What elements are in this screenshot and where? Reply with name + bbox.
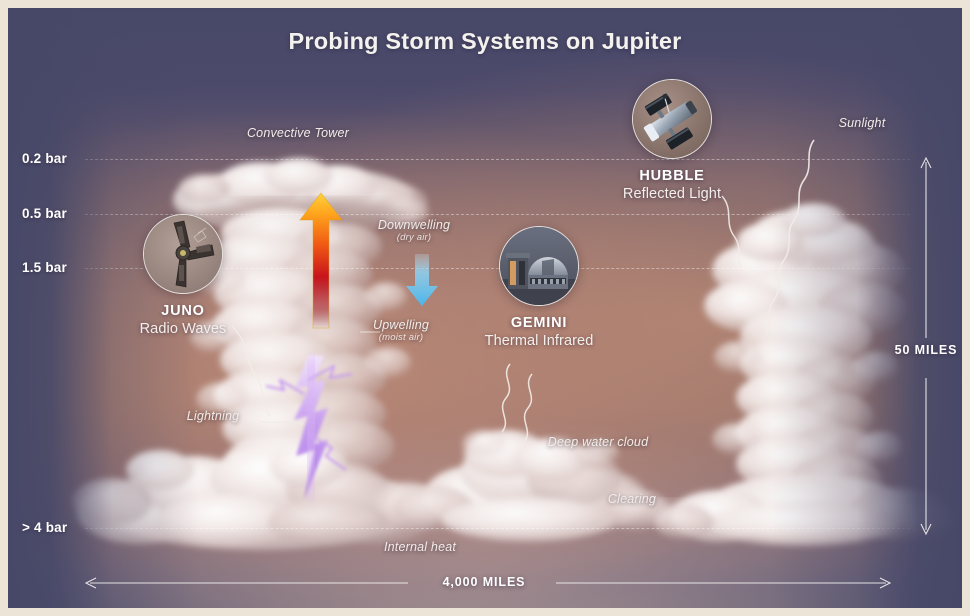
vertical-scale-arrow	[920, 156, 932, 536]
scale-label-horizontal-scale: 4,000 MILES	[442, 575, 526, 589]
instrument-subtitle-gemini: Thermal Infrared	[484, 333, 594, 349]
pressure-gridline-3	[85, 528, 910, 529]
annotation-downwelling: Downwelling	[377, 218, 451, 232]
gemini-observatory-icon	[499, 226, 579, 306]
juno-spacecraft-icon	[143, 214, 223, 294]
pressure-label-3: > 4 bar	[22, 520, 68, 535]
page-title: Probing Storm Systems on Jupiter	[288, 28, 682, 54]
annotation-upwelling: Upwelling	[373, 318, 429, 332]
annotation-upwelling-sub: (moist air)	[378, 332, 424, 343]
annotation-lightning: Lightning	[186, 409, 240, 423]
instrument-name-juno: JUNO	[161, 303, 205, 319]
pressure-gridline-0	[85, 159, 910, 160]
updraft-arrow	[299, 192, 343, 329]
annotation-sunlight: Sunlight	[838, 116, 886, 130]
annotation-deep-water-cloud: Deep water cloud	[547, 435, 649, 449]
sky-background: 0.2 bar 0.5 bar 1.5 bar > 4 bar Convective T…	[8, 8, 962, 608]
lightning-bolt	[265, 355, 353, 500]
pressure-label-1: 0.5 bar	[22, 206, 67, 221]
annotation-convective-tower: Convective Tower	[246, 126, 350, 140]
hubble-telescope-icon	[632, 79, 712, 159]
annotation-clearing: Clearing	[607, 492, 657, 506]
horizontal-scale-arrow	[84, 577, 892, 589]
instrument-badge-gemini[interactable]: GEMINI Thermal Infrared	[449, 226, 629, 349]
gemini-ir-wave-1	[501, 363, 511, 433]
gemini-ir-wave-2	[523, 373, 533, 443]
instrument-badge-juno[interactable]: JUNO Radio Waves	[93, 214, 273, 337]
downdraft-arrow	[406, 254, 438, 306]
instrument-name-gemini: GEMINI	[510, 315, 568, 331]
pressure-label-0: 0.2 bar	[22, 151, 67, 166]
hubble-light-wave	[721, 195, 745, 275]
annotation-internal-heat: Internal heat	[383, 540, 457, 554]
instrument-subtitle-hubble: Reflected Light	[622, 186, 722, 202]
pressure-label-2: 1.5 bar	[22, 260, 67, 275]
instrument-badge-hubble[interactable]: HUBBLE Reflected Light	[582, 79, 762, 202]
scale-label-vertical-scale: 50 MILES	[894, 343, 958, 357]
instrument-name-hubble: HUBBLE	[639, 168, 705, 184]
instrument-subtitle-juno: Radio Waves	[139, 321, 227, 337]
annotation-downwelling-sub: (dry air)	[396, 232, 432, 243]
juno-radio-wave	[231, 325, 271, 417]
sunlight-ray	[765, 139, 815, 337]
